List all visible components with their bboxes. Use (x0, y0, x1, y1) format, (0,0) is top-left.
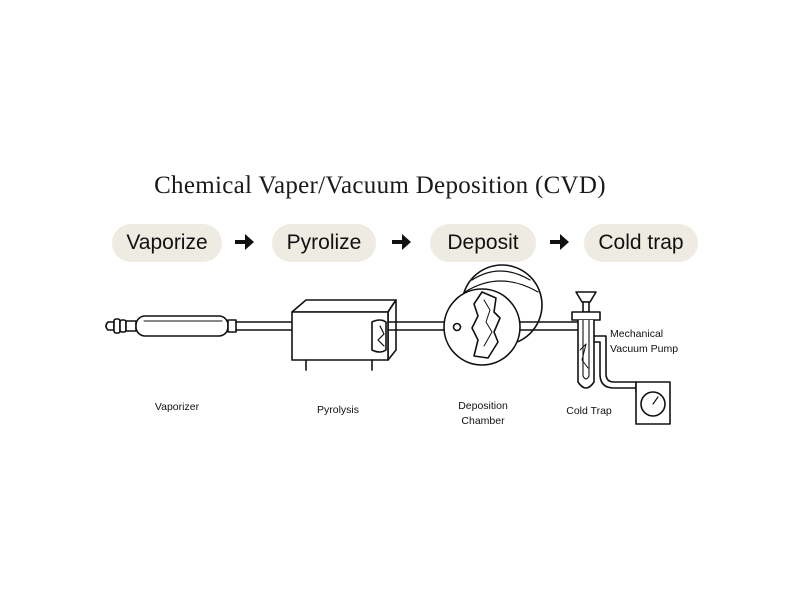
label-vaporizer: Vaporizer (154, 401, 200, 413)
step-cold-trap: Cold trap (584, 224, 698, 262)
step-pyrolize: Pyrolize (272, 224, 376, 262)
arrow-right-icon (550, 234, 569, 250)
vacuum-pump-shape (635, 381, 671, 425)
label-pump-line2: Vacuum Pump (610, 343, 679, 355)
arrow-right-icon (235, 234, 254, 250)
label-cold-trap: Cold Trap (566, 405, 612, 417)
cold-trap-shape (571, 291, 637, 393)
diagram-title: Chemical Vaper/Vacuum Deposition (CVD) (154, 172, 606, 199)
step-vaporize: Vaporize (112, 224, 222, 262)
arrow-right-icon (392, 234, 411, 250)
label-pump-line1: Mechanical (610, 328, 664, 340)
pyrolysis-shape (291, 299, 397, 371)
deposition-chamber-shape (443, 264, 543, 366)
vaporizer-shape (105, 315, 237, 337)
step-deposit: Deposit (430, 224, 536, 262)
label-pyrolysis: Pyrolysis (316, 404, 359, 416)
label-deposition-chamber-line2: Chamber (461, 415, 505, 427)
process-steps: Vaporize Pyrolize Deposit Cold trap (0, 220, 800, 266)
label-deposition-chamber-line1: Deposition (458, 400, 508, 412)
